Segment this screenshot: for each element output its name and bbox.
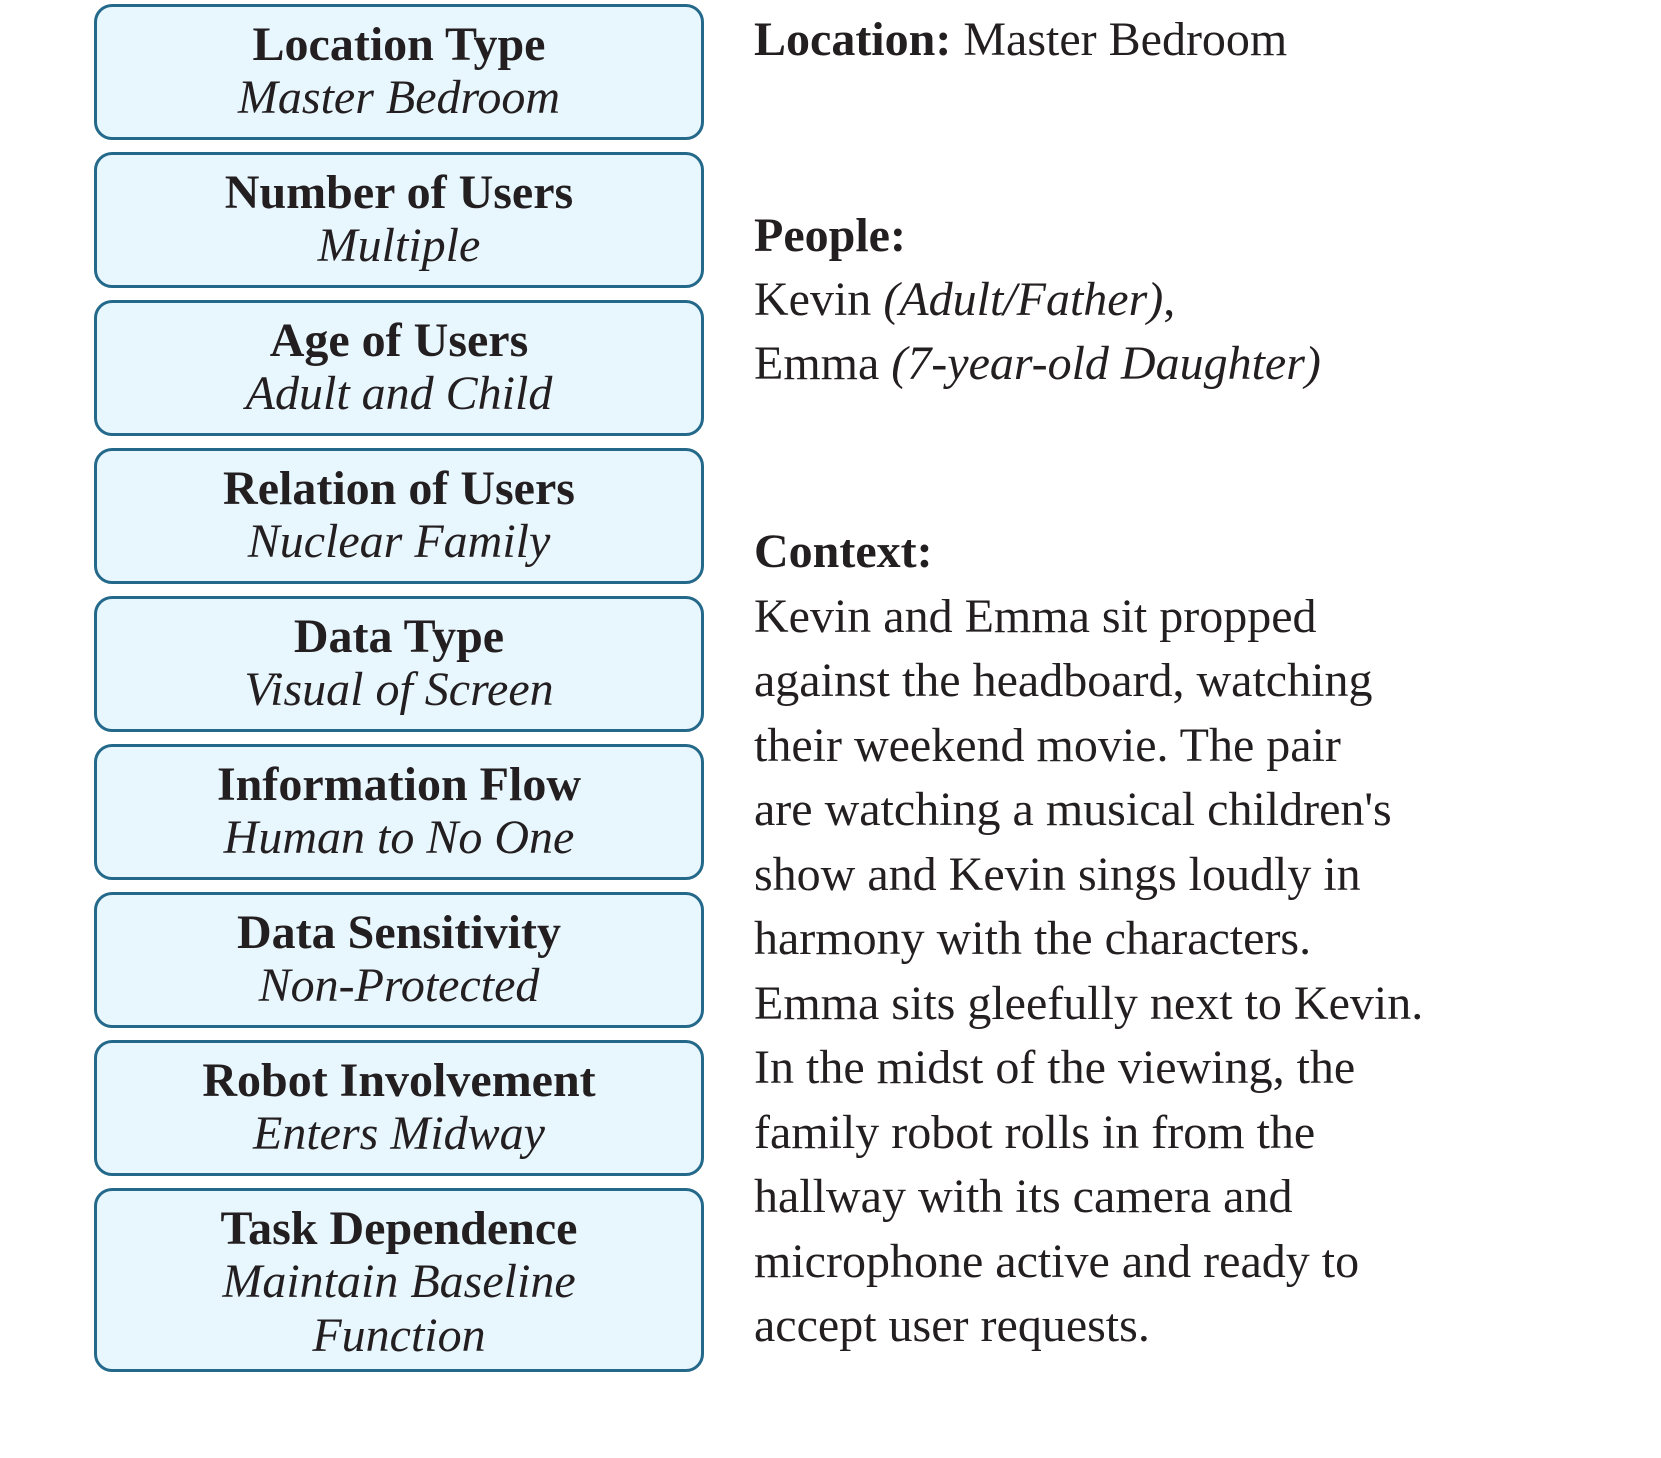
context-line: accept user requests. — [754, 1299, 1150, 1352]
attribute-title: Number of Users — [224, 166, 574, 219]
attribute-value: Multiple — [317, 219, 481, 272]
location-label: Location: — [754, 13, 952, 66]
person-name: Kevin — [754, 273, 872, 326]
attribute-title: Relation of Users — [223, 462, 575, 515]
context-line: Emma sits gleefully next to Kevin. — [754, 976, 1424, 1030]
attribute-value: Enters Midway — [253, 1107, 545, 1160]
people-section: People: Kevin (Adult/Father), Emma (7-ye… — [754, 204, 1321, 396]
context-line: against the headboard, watching — [754, 654, 1373, 707]
attribute-value: Maintain Baseline Function — [222, 1255, 576, 1362]
context-line: In the midst of the viewing, the — [754, 1041, 1356, 1094]
person-role: (Adult/Father) — [883, 273, 1164, 326]
attribute-title: Data Sensitivity — [237, 906, 561, 959]
context-section: Context: Kevin and Emma sit propped again… — [754, 520, 1423, 1352]
attribute-title: Information Flow — [217, 758, 581, 811]
attribute-value: Human to No One — [223, 811, 575, 864]
separator: , — [1163, 273, 1176, 326]
attribute-title: Location Type — [252, 18, 546, 71]
location-section: Location: Master Bedroom — [754, 12, 1287, 67]
context-line: microphone active and ready to — [754, 1234, 1360, 1288]
attribute-title: Age of Users — [269, 314, 529, 367]
context-line: are watching a musical children's — [754, 783, 1392, 836]
person-role: (7-year-old Daughter) — [891, 337, 1321, 390]
context-line: their weekend movie. The pair — [754, 718, 1341, 772]
attribute-value: Visual of Screen — [244, 663, 554, 716]
attribute-title: Data Type — [293, 610, 505, 663]
context-line: family robot rolls in from the — [754, 1105, 1316, 1159]
attribute-value: Non-Protected — [258, 959, 540, 1012]
attribute-value: Master Bedroom — [237, 71, 561, 124]
attribute-value: Adult and Child — [245, 367, 553, 420]
context-line: Kevin and Emma sit propped — [754, 589, 1317, 643]
context-line: hallway with its camera and — [754, 1170, 1293, 1223]
context-line: harmony with the characters. — [754, 912, 1312, 965]
attribute-value: Nuclear Family — [247, 515, 551, 568]
person-name: Emma — [754, 337, 880, 390]
location-value: Master Bedroom — [963, 13, 1288, 66]
context-line: show and Kevin sings loudly in — [754, 847, 1361, 901]
attribute-title: Robot Involvement — [202, 1054, 596, 1107]
people-label: People: — [754, 209, 906, 262]
attribute-title: Task Dependence — [220, 1202, 578, 1255]
context-label: Context: — [754, 525, 933, 578]
